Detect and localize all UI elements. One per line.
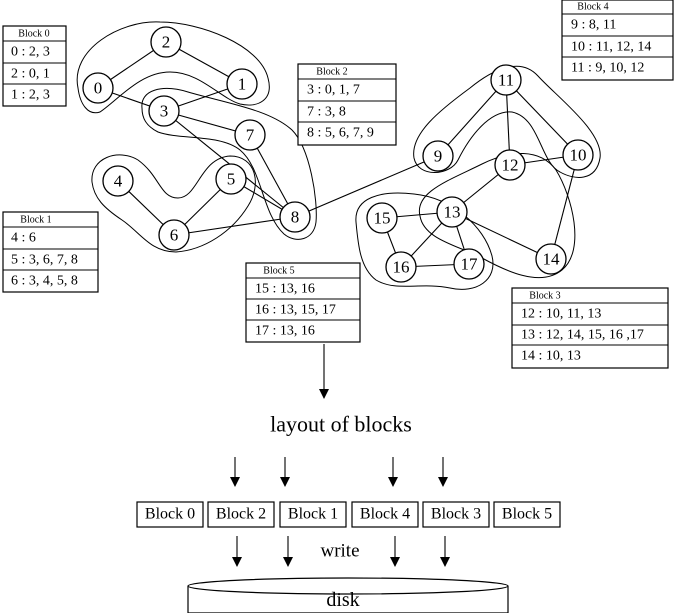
layout-block-5: Block 5 [493, 501, 561, 528]
edge-11-10 [505, 79, 579, 156]
node-2: 2 [150, 26, 182, 58]
hull-block-0 [76, 21, 270, 114]
layout-caption: layout of blocks [270, 412, 412, 437]
node-11: 11 [490, 64, 522, 96]
node-13: 13 [436, 196, 468, 228]
edge-6-8 [173, 216, 296, 236]
block-table-row: 7 : 3, 8 [307, 105, 346, 120]
block-table-5: Block 5 15 : 13, 16 16 : 13, 15, 17 17 :… [245, 262, 361, 343]
layout-block-0: Block 0 [136, 501, 204, 528]
block-table-row: 6 : 3, 4, 5, 8 [11, 274, 78, 289]
node-6: 6 [158, 219, 190, 251]
block-table-4: Block 4 9 : 8, 11 10 : 11, 12, 14 11 : 9… [561, 0, 674, 81]
layout-blocks-row: Block 0 Block 2 Block 1 Block 4 Block 3 … [136, 501, 561, 528]
edge-8-9 [294, 155, 439, 218]
node-label: 15 [374, 209, 391, 228]
block-table-title: Block 2 [316, 67, 347, 78]
block-table-row: 12 : 10, 11, 13 [521, 307, 601, 322]
block-table-title: Block 3 [529, 291, 560, 302]
node-15: 15 [366, 202, 398, 234]
node-label: 2 [162, 33, 171, 52]
layout-block-label: Block 1 [288, 506, 338, 523]
block-table-row: 4 : 6 [11, 231, 36, 246]
disk-icon [187, 577, 509, 613]
graph-nodes: 0 1 2 3 4 5 6 7 8 9 10 11 12 13 14 15 16… [82, 26, 594, 283]
block-table-row: 15 : 13, 16 [255, 282, 315, 297]
block-table-3: Block 3 12 : 10, 11, 13 13 : 12, 14, 15,… [511, 287, 669, 369]
node-7: 7 [234, 119, 266, 151]
block-table-row: 9 : 8, 11 [571, 18, 616, 33]
node-label: 0 [94, 79, 103, 98]
node-16: 16 [385, 251, 417, 283]
node-5: 5 [215, 163, 247, 195]
block-table-title: Block 1 [20, 215, 51, 226]
block-table-title: Block 0 [18, 29, 49, 40]
node-label: 11 [498, 71, 514, 90]
layout-block-label: Block 2 [216, 506, 266, 523]
node-14: 14 [535, 243, 567, 275]
block-table-0: Block 0 0 : 2, 3 2 : 0, 1 1 : 2, 3 [2, 25, 67, 107]
node-label: 8 [291, 208, 300, 227]
node-0: 0 [82, 72, 114, 104]
node-label: 13 [444, 203, 461, 222]
node-label: 3 [160, 102, 169, 121]
node-12: 12 [494, 149, 526, 181]
hull-block-2 [141, 88, 317, 240]
block-table-row: 8 : 5, 6, 7, 9 [307, 126, 374, 141]
block-table-row: 13 : 12, 14, 15, 16 ,17 [521, 328, 644, 343]
layout-block-2: Block 2 [207, 501, 275, 528]
node-10: 10 [562, 139, 594, 171]
block-table-row: 11 : 9, 10, 12 [571, 61, 644, 76]
node-8: 8 [279, 201, 311, 233]
node-1: 1 [226, 68, 258, 100]
node-label: 7 [246, 126, 255, 145]
partition-hulls [76, 21, 601, 290]
block-table-row: 10 : 11, 12, 14 [571, 40, 651, 55]
hull-block-1 [91, 154, 256, 253]
disk-label: disk [326, 589, 359, 611]
node-label: 10 [570, 146, 587, 165]
node-label: 4 [114, 172, 123, 191]
layout-arrows-top [230, 457, 448, 487]
node-label: 9 [434, 147, 443, 166]
node-9: 9 [422, 140, 454, 172]
block-table-title: Block 4 [577, 2, 608, 13]
block-table-row: 17 : 13, 16 [255, 324, 315, 339]
layout-block-3: Block 3 [422, 501, 490, 528]
node-label: 1 [238, 75, 247, 94]
node-label: 17 [461, 255, 479, 274]
edge-13-14 [451, 211, 552, 260]
node-label: 6 [170, 226, 179, 245]
block-table-2: Block 2 3 : 0, 1, 7 7 : 3, 8 8 : 5, 6, 7… [297, 63, 397, 146]
write-arrows [232, 536, 450, 567]
block-table-row: 0 : 2, 3 [11, 45, 50, 60]
hull-block-4 [413, 65, 601, 178]
write-label: write [320, 541, 359, 562]
hull-block-5 [355, 192, 494, 290]
block-table-1: Block 1 4 : 6 5 : 3, 6, 7, 8 6 : 3, 4, 5… [2, 211, 99, 293]
layout-block-1: Block 1 [279, 501, 347, 528]
node-label: 5 [227, 170, 236, 189]
node-3: 3 [148, 95, 180, 127]
node-4: 4 [102, 165, 134, 197]
node-17: 17 [453, 248, 485, 280]
layout-block-label: Block 3 [431, 506, 481, 523]
edge-9-11 [437, 79, 507, 157]
edge-10-14 [550, 154, 579, 260]
block-table-row: 14 : 10, 13 [521, 349, 581, 364]
layout-block-4: Block 4 [351, 501, 419, 528]
block-table-row: 3 : 0, 1, 7 [307, 83, 360, 98]
layout-block-label: Block 0 [145, 506, 195, 523]
layout-block-label: Block 5 [502, 506, 552, 523]
block-table-row: 2 : 0, 1 [11, 67, 50, 82]
node-label: 16 [393, 258, 410, 277]
block-table-row: 5 : 3, 6, 7, 8 [11, 253, 78, 268]
block-table-title: Block 5 [263, 266, 294, 277]
node-label: 14 [543, 250, 561, 269]
layout-block-label: Block 4 [360, 506, 410, 523]
block-table-row: 1 : 2, 3 [11, 88, 50, 103]
node-label: 12 [502, 156, 519, 175]
block-table-row: 16 : 13, 15, 17 [255, 303, 336, 318]
